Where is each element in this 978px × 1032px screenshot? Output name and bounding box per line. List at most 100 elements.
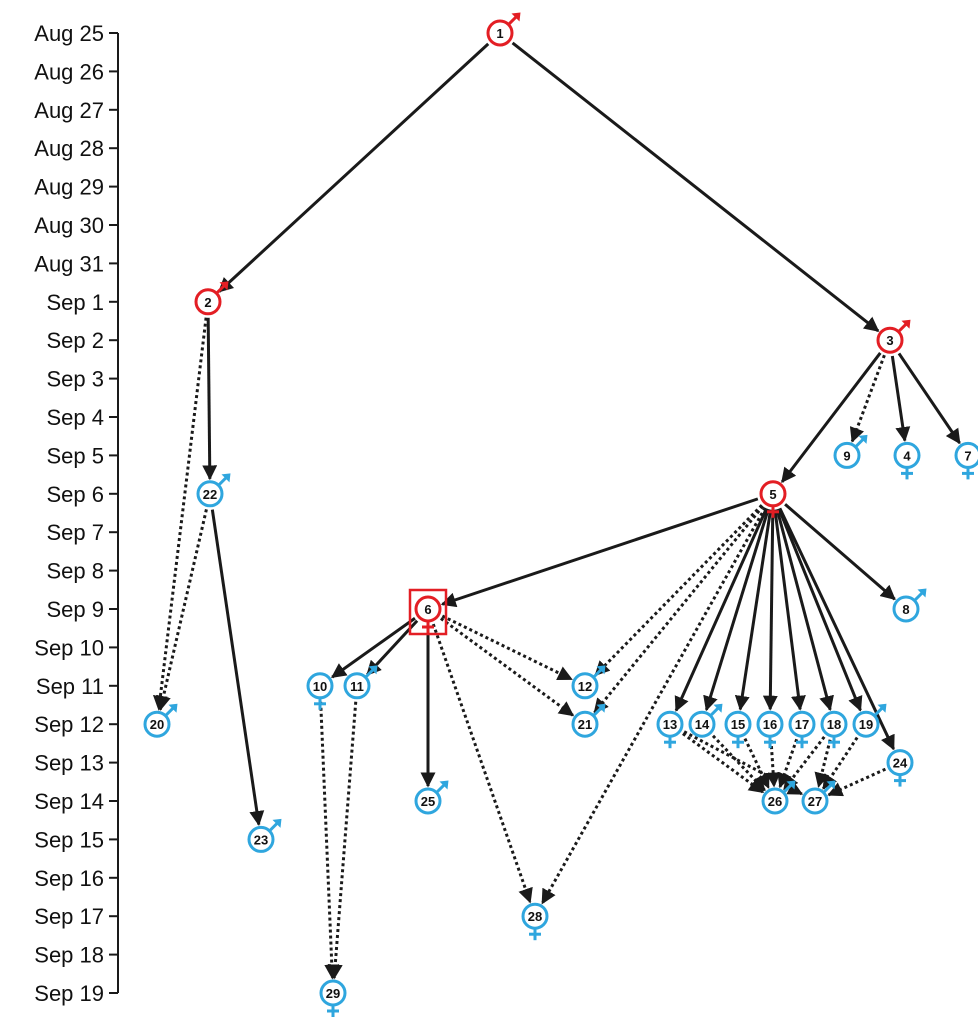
case-node: 4 [893, 441, 921, 480]
date-tick-label: Sep 2 [47, 328, 105, 353]
node-circle [724, 710, 752, 738]
node-label: 24 [893, 756, 908, 771]
case-node: 22 [196, 473, 231, 508]
dotted-link-arrow [440, 617, 575, 717]
dotted-link-arrow [431, 623, 533, 904]
male-arrow-icon [786, 780, 796, 790]
solid-link-arrow [202, 317, 218, 481]
node-label: 17 [795, 717, 809, 732]
node-label: 13 [663, 717, 677, 732]
solid-link-arrow [775, 508, 834, 712]
node-circle [788, 710, 816, 738]
date-tick-label: Sep 15 [34, 827, 104, 852]
date-tick-label: Sep 19 [34, 981, 104, 1006]
node-label: 8 [902, 602, 909, 617]
date-tick-label: Aug 28 [34, 136, 104, 161]
node-label: 14 [695, 717, 710, 732]
node-circle [892, 595, 920, 623]
node-label: 25 [421, 794, 435, 809]
node-circle [761, 787, 789, 815]
dotted-link-arrow [319, 701, 340, 980]
case-node: 11 [343, 665, 378, 700]
node-circle [756, 710, 784, 738]
date-tick-label: Sep 11 [36, 674, 104, 699]
transmission-links [152, 41, 961, 980]
case-node: 2 [194, 281, 229, 316]
case-node: 24 [886, 749, 914, 787]
male-arrow-icon [439, 780, 449, 790]
solid-link-arrow [780, 352, 882, 484]
date-tick-label: Aug 25 [34, 21, 104, 46]
case-node: 28 [521, 902, 549, 941]
node-circle [143, 710, 171, 738]
solid-link-arrow [762, 509, 778, 711]
node-circle [571, 672, 599, 700]
case-node: 7 [954, 441, 978, 480]
date-tick-label: Aug 31 [34, 251, 104, 276]
dotted-link-arrow [765, 740, 781, 788]
dotted-link-arrow [327, 701, 358, 980]
case-node: 20 [143, 703, 178, 738]
case-node: 23 [247, 818, 282, 853]
node-label: 26 [768, 794, 782, 809]
solid-link-arrow [703, 508, 770, 712]
dotted-link-arrow [156, 509, 208, 712]
male-arrow-icon [219, 281, 229, 291]
solid-link-arrow [890, 355, 911, 443]
male-arrow-icon [221, 473, 231, 483]
date-tick-label: Sep 8 [47, 559, 105, 584]
node-circle [196, 480, 224, 508]
node-label: 27 [808, 794, 822, 809]
solid-link-arrow [217, 42, 490, 293]
node-label: 18 [827, 717, 841, 732]
case-node: 14 [688, 703, 723, 738]
node-label: 16 [763, 717, 777, 732]
node-circle [194, 288, 222, 316]
case-node: 27 [801, 780, 836, 815]
case-node: 25 [414, 780, 449, 815]
date-tick-label: Sep 3 [47, 367, 105, 392]
date-tick-label: Sep 1 [47, 290, 105, 315]
male-arrow-icon [511, 12, 521, 22]
node-label: 28 [528, 909, 542, 924]
case-node: 9 [833, 434, 868, 469]
solid-link-arrow [440, 497, 759, 608]
case-node: 12 [571, 665, 606, 700]
date-tick-label: Aug 29 [34, 175, 104, 200]
node-circle [414, 787, 442, 815]
case-node: 13 [656, 710, 684, 749]
dotted-link-arrow [777, 738, 799, 789]
case-node: 1 [486, 12, 521, 47]
node-circle [886, 749, 914, 777]
node-label: 4 [903, 448, 911, 463]
node-circle [954, 441, 978, 469]
node-label: 19 [859, 717, 873, 732]
case-node: 18 [820, 710, 848, 749]
male-arrow-icon [917, 588, 927, 598]
case-node: 26 [761, 780, 796, 815]
node-label: 3 [886, 333, 893, 348]
node-circle [319, 979, 347, 1007]
case-node: 10 [306, 672, 334, 710]
case-node: 5 [759, 480, 787, 518]
solid-link-arrow [210, 509, 265, 827]
date-tick-label: Sep 5 [47, 443, 105, 468]
node-circle [759, 480, 787, 508]
solid-link-arrow [784, 503, 896, 601]
dotted-link-arrow [822, 736, 859, 790]
node-label: 5 [769, 487, 776, 502]
node-circle [306, 672, 334, 700]
case-node: 3 [876, 319, 911, 354]
node-label: 10 [313, 679, 327, 694]
node-circle [833, 441, 861, 469]
node-label: 23 [254, 832, 268, 847]
node-label: 7 [964, 448, 971, 463]
node-label: 12 [578, 679, 592, 694]
node-circle [571, 710, 599, 738]
node-label: 9 [843, 448, 850, 463]
node-circle [247, 825, 275, 853]
node-label: 15 [731, 717, 745, 732]
date-tick-label: Sep 14 [34, 789, 104, 814]
male-arrow-icon [368, 665, 378, 675]
